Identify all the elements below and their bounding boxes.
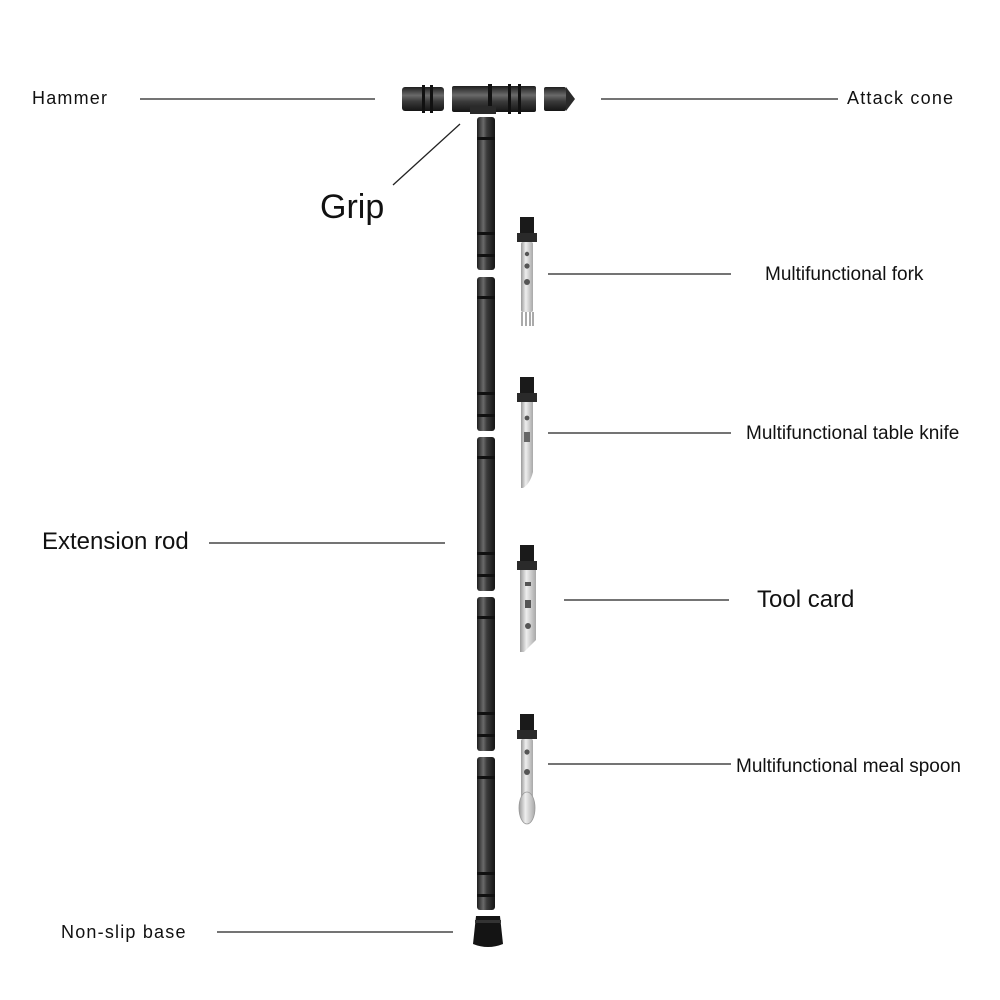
rod-segment-5 <box>477 757 495 910</box>
rod-segment-2 <box>477 277 495 431</box>
fork-tool <box>517 217 537 326</box>
knife-label: Multifunctional table knife <box>746 423 960 444</box>
spoon-tool <box>517 714 537 825</box>
tool-card-label: Tool card <box>757 586 855 613</box>
hammer-label: Hammer <box>32 88 109 108</box>
leader-lines <box>140 98 838 933</box>
grip-leader-line <box>392 123 461 186</box>
spoon-label: Multifunctional meal spoon <box>736 756 961 777</box>
rod-segment-4 <box>477 597 495 751</box>
attack-cone-label: Attack cone <box>847 88 955 108</box>
attack-cone-part <box>544 87 575 111</box>
hammer-part <box>402 85 444 113</box>
fork-label: Multifunctional fork <box>765 264 924 285</box>
rod-segment-3 <box>477 437 495 591</box>
grip-label: Grip <box>320 188 385 226</box>
grip-head <box>452 84 536 114</box>
knife-tool <box>517 377 537 488</box>
extension-rod-label: Extension rod <box>42 528 189 555</box>
rod-segment-1 <box>477 117 495 270</box>
tool-card-tool <box>517 545 537 652</box>
non-slip-base <box>473 916 503 947</box>
non-slip-base-label: Non-slip base <box>61 922 187 942</box>
